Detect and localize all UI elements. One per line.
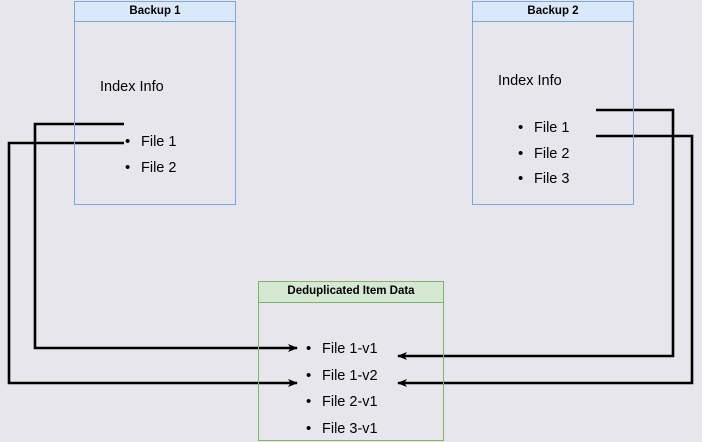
- dedup-file-item: File 2-v1: [306, 394, 378, 410]
- backup2-file-item: File 2: [518, 146, 569, 162]
- dedup-file-item: File 3-v1: [306, 421, 378, 437]
- node-backup1-header: Backup 1: [74, 1, 236, 22]
- node-dedup-title: Deduplicated Item Data: [287, 285, 415, 298]
- dedup-file-item: File 1-v2: [306, 368, 378, 384]
- node-dedup-header: Deduplicated Item Data: [258, 281, 444, 303]
- dedup-file-list: File 1-v1 File 1-v2 File 2-v1 File 3-v1: [306, 341, 378, 437]
- node-dedup-body: File 1-v1 File 1-v2 File 2-v1 File 3-v1: [258, 303, 444, 441]
- backup2-file-list: File 1 File 2 File 3: [518, 120, 569, 187]
- node-backup2-body: Index Info File 1 File 2 File 3: [472, 22, 634, 205]
- node-backup2-title: Backup 2: [527, 4, 579, 17]
- node-backup1[interactable]: Backup 1 Index Info File 1 File 2: [74, 1, 236, 205]
- node-backup1-body: Index Info File 1 File 2: [74, 22, 236, 205]
- backup1-file-item: File 1: [125, 134, 176, 150]
- backup1-file-list: File 1 File 2: [125, 134, 176, 176]
- backup2-index-info-label: Index Info: [498, 73, 562, 89]
- backup1-index-info-label: Index Info: [100, 79, 164, 95]
- node-backup2[interactable]: Backup 2 Index Info File 1 File 2 File 3: [472, 1, 634, 205]
- backup1-file-item: File 2: [125, 160, 176, 176]
- node-backup2-header: Backup 2: [472, 1, 634, 22]
- backup2-file-item: File 3: [518, 171, 569, 187]
- backup2-file-item: File 1: [518, 120, 569, 136]
- node-backup1-title: Backup 1: [129, 4, 181, 17]
- dedup-file-item: File 1-v1: [306, 341, 378, 357]
- node-deduplicated-item-data[interactable]: Deduplicated Item Data File 1-v1 File 1-…: [258, 281, 444, 441]
